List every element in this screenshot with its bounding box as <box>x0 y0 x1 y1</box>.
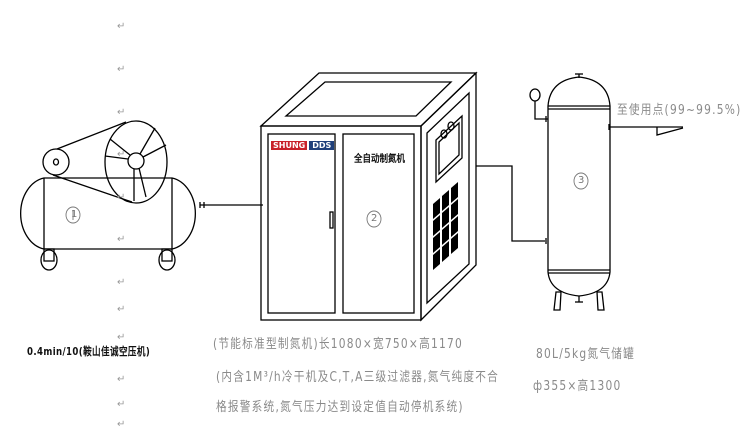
flywheel <box>104 120 168 204</box>
vent-slot <box>433 249 440 270</box>
marker-3-label: 3 <box>578 175 585 186</box>
paragraph-mark: ↵ <box>117 149 126 160</box>
paragraph-mark: ↵ <box>117 234 126 245</box>
drive-belt-top <box>56 121 127 150</box>
marker-1-circle <box>65 206 81 224</box>
motor-pulley-hub <box>52 158 60 166</box>
cabinet-top <box>259 72 478 127</box>
vent-slot <box>451 233 458 254</box>
paragraph-mark: ↵ <box>117 304 126 315</box>
generator-caption-line-3: 格报警系统,氮气压力达到设定值自动停机系统) <box>216 400 464 415</box>
generator-caption-line-2: (内含1M³/h冷干机及C,T,A三级过滤器,氮气纯度不合 <box>216 370 500 385</box>
outlet-label: 至使用点(99~99.5%) <box>617 103 742 118</box>
compressor-caption: 0.4min/10(鞍山佳诚空压机) <box>27 345 151 358</box>
nitrogen-generator <box>259 71 478 322</box>
drive-belt-bottom <box>52 174 133 203</box>
cabinet-top-inner <box>284 81 453 117</box>
side-gauge-window <box>435 114 463 184</box>
vent-slot <box>442 224 449 245</box>
marker-1-label: 1 <box>71 209 78 220</box>
tank-leg-right <box>596 291 605 311</box>
compressor-foot-right-block <box>161 248 173 262</box>
vent-slot <box>433 215 440 236</box>
compressor-foot-right <box>158 249 176 271</box>
vent-slot <box>451 182 458 203</box>
flywheel-spoke <box>104 155 129 160</box>
vent-slot <box>433 198 440 219</box>
door-handle <box>329 211 334 229</box>
flywheel-spoke <box>142 144 167 158</box>
flywheel-spoke <box>109 138 131 156</box>
paragraph-mark: ↵ <box>117 107 126 118</box>
vent-slot <box>433 232 440 253</box>
side-gauge-1 <box>440 129 448 139</box>
side-gauge-2 <box>447 121 455 131</box>
vent-slot <box>442 190 449 211</box>
side-vent-grid <box>433 182 458 270</box>
marker-3-circle <box>573 172 589 190</box>
vent-slot <box>442 241 449 262</box>
flywheel-spoke <box>139 127 156 155</box>
compressor-foot-left-block <box>43 248 55 262</box>
paragraph-mark: ↵ <box>117 64 126 75</box>
generator-panel-title: 全自动制氮机 <box>354 154 405 165</box>
brand-logo-text-red: SHUNG <box>271 141 308 150</box>
paragraph-mark: ↵ <box>117 332 126 343</box>
pressure-gauge-line <box>534 101 548 120</box>
tank-shell <box>547 76 611 297</box>
cabinet-door-right <box>342 133 415 314</box>
paragraph-mark: ↵ <box>117 374 126 385</box>
tank-caption-line-1: 80L/5kg氮气储罐 <box>536 347 635 362</box>
flywheel-spoke <box>138 167 147 198</box>
vent-slot <box>451 216 458 237</box>
cabinet-side <box>420 71 477 322</box>
nitrogen-storage-tank <box>529 73 684 311</box>
tank-leg-left <box>553 291 562 311</box>
vent-slot <box>451 199 458 220</box>
pressure-gauge <box>529 88 541 102</box>
paragraph-mark: ↵ <box>117 277 126 288</box>
tank-caption-line-2: ф355×高1300 <box>533 379 622 394</box>
paragraph-mark: ↵ <box>117 192 126 203</box>
compressor-foot-left <box>40 249 58 271</box>
paragraph-mark: ↵ <box>117 399 126 410</box>
pipe-generator-to-tank <box>476 165 545 242</box>
air-compressor <box>20 120 205 271</box>
side-panel <box>426 91 470 305</box>
compressor-tank <box>20 177 196 250</box>
paragraph-mark: ↵ <box>117 21 126 32</box>
generator-caption-line-1: (节能标准型制氮机)长1080×宽750×高1170 <box>213 337 464 352</box>
marker-2-label: 2 <box>371 213 378 224</box>
motor-pulley <box>42 148 70 176</box>
flow-arrow <box>656 127 684 136</box>
brand-logo: SHUNG DDS <box>271 141 335 150</box>
cabinet-door-left <box>267 133 336 314</box>
brand-logo-text-blue: DDS <box>309 141 335 150</box>
marker-2-circle <box>366 210 382 228</box>
vent-slot <box>442 207 449 228</box>
paragraph-mark: ↵ <box>117 419 126 430</box>
flywheel-hub <box>127 152 145 170</box>
